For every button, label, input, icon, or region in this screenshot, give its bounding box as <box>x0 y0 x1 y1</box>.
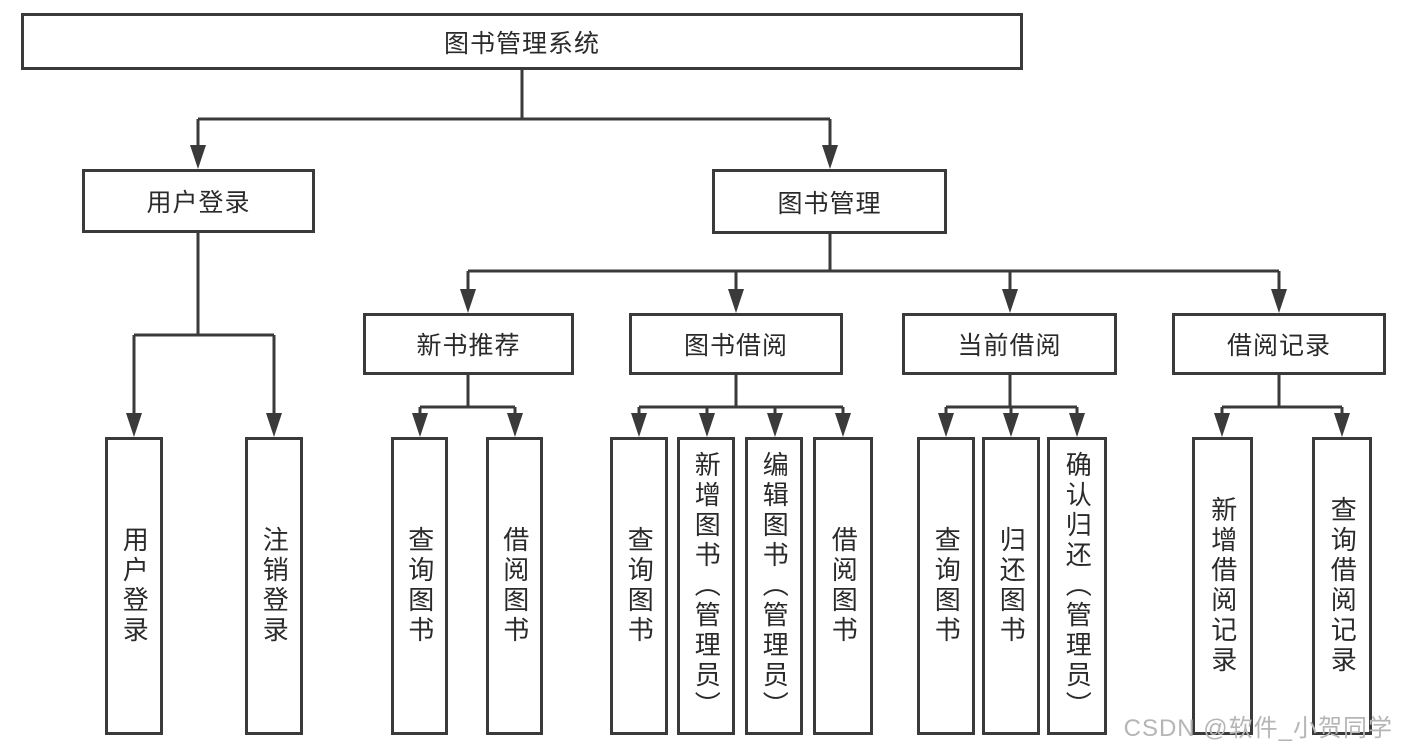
node-current-borrowing: 当前借阅 <box>902 313 1117 375</box>
leaf-edit-books-admin: 编辑图书（管理员） <box>745 437 803 735</box>
node-label: 查询借阅记录 <box>1327 496 1358 676</box>
leaf-current-query-books: 查询图书 <box>917 437 975 735</box>
node-book-borrowing: 图书借阅 <box>629 313 843 375</box>
node-label: 注销登录 <box>259 526 290 646</box>
node-label: 图书管理系统 <box>443 29 600 58</box>
node-label: 归还图书 <box>996 526 1027 646</box>
node-label: 当前借阅 <box>957 332 1062 360</box>
node-label: 图书借阅 <box>683 332 788 360</box>
node-label: 借阅图书 <box>828 526 859 646</box>
node-label: 用户登录 <box>119 526 150 646</box>
node-label: 图书管理 <box>777 189 882 218</box>
leaf-logout: 注销登录 <box>245 437 303 735</box>
node-label: 新增图书（管理员） <box>691 451 722 721</box>
node-label: 新增借阅记录 <box>1207 496 1238 676</box>
leaf-user-login: 用户登录 <box>105 437 163 735</box>
node-label: 借阅图书 <box>499 526 530 646</box>
node-label: 用户登录 <box>146 189 251 217</box>
node-label: 借阅记录 <box>1226 332 1331 360</box>
node-label: 查询图书 <box>624 526 655 646</box>
node-user-login: 用户登录 <box>82 169 315 233</box>
node-new-book-recommendation: 新书推荐 <box>363 313 574 375</box>
leaf-borrowing-query-books: 查询图书 <box>610 437 668 735</box>
watermark: CSDN @软件_小贺同学 <box>1123 715 1393 742</box>
leaf-confirm-return-admin: 确认归还（管理员） <box>1047 437 1107 735</box>
leaf-recommend-query-books: 查询图书 <box>391 437 448 735</box>
node-book-management: 图书管理 <box>712 169 947 234</box>
leaf-add-books-admin: 新增图书（管理员） <box>677 437 735 735</box>
leaf-add-borrow-record: 新增借阅记录 <box>1192 437 1253 735</box>
node-label: 查询图书 <box>404 526 435 646</box>
node-label: 新书推荐 <box>416 332 521 360</box>
node-label: 确认归还（管理员） <box>1062 451 1093 721</box>
node-library-management-system: 图书管理系统 <box>21 13 1023 70</box>
leaf-return-books: 归还图书 <box>982 437 1040 735</box>
leaf-query-borrow-record: 查询借阅记录 <box>1312 437 1372 735</box>
leaf-recommend-borrow-books: 借阅图书 <box>486 437 543 735</box>
node-label: 编辑图书（管理员） <box>759 451 790 721</box>
node-borrowing-records: 借阅记录 <box>1172 313 1386 375</box>
node-label: 查询图书 <box>931 526 962 646</box>
leaf-borrowing-borrow-books: 借阅图书 <box>813 437 873 735</box>
